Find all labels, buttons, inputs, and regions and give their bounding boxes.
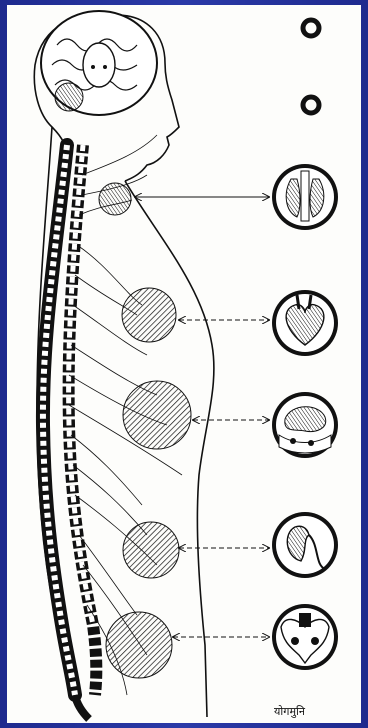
brain	[41, 11, 157, 115]
plexus-1	[99, 183, 131, 215]
diagram-frame: योगमुनि	[7, 5, 361, 723]
plexus-5	[106, 612, 172, 678]
caption: योगमुनि	[274, 704, 305, 719]
ring-marker	[303, 97, 319, 113]
plexus-3	[123, 381, 191, 449]
thyroid-icon	[272, 164, 338, 230]
spinal-column	[43, 145, 96, 719]
plexus-group	[99, 183, 191, 678]
plexus-2	[122, 288, 176, 342]
chakra-nervous-system-diagram	[7, 5, 361, 723]
ring-markers	[303, 20, 319, 113]
plexus-4	[123, 522, 179, 578]
stomach-icon	[272, 392, 338, 458]
ring-marker	[303, 20, 319, 36]
kidney-icon	[272, 512, 338, 578]
heart-icon	[272, 290, 338, 356]
pelvis-icon	[272, 604, 338, 670]
